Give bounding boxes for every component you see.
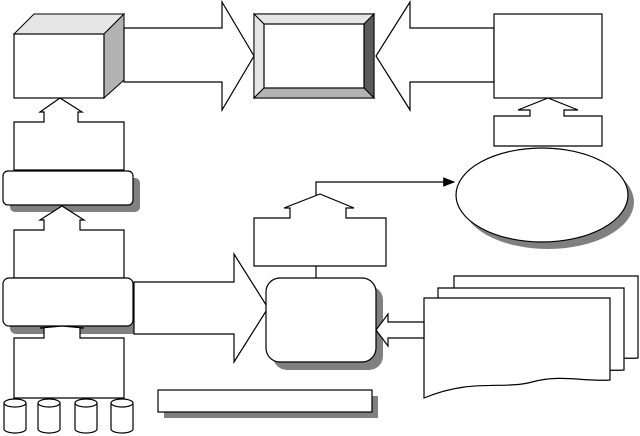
block-arrow-up-top-right bbox=[493, 97, 603, 147]
block-arrow-cube-to-frame bbox=[123, 0, 255, 113]
connector-rect-to-ellipse bbox=[315, 177, 456, 196]
block-arrow-right-to-frame bbox=[375, 0, 495, 113]
block-arrow-upper-bar-to-cube bbox=[13, 97, 125, 171]
database-icon bbox=[110, 398, 134, 434]
center-rect bbox=[253, 193, 387, 267]
block-arrow-docs-to-center bbox=[375, 312, 425, 348]
ellipse bbox=[455, 147, 634, 249]
center-rounded-box bbox=[265, 277, 383, 370]
block-arrow-lower-bar-to-upper-bar bbox=[13, 205, 125, 279]
bottom-wide-rect bbox=[157, 389, 378, 418]
left-bar-lower bbox=[2, 277, 140, 334]
database-icon bbox=[37, 398, 61, 434]
top-right-rect bbox=[493, 13, 603, 99]
database-cylinders bbox=[3, 398, 134, 434]
block-arrow-lower-bar-to-center bbox=[133, 251, 269, 365]
left-bar-upper bbox=[2, 170, 140, 212]
document-stack bbox=[423, 275, 639, 399]
block-arrow-databases-to-lower-bar bbox=[13, 325, 125, 399]
database-icon bbox=[3, 398, 27, 434]
bevel-frame bbox=[252, 12, 376, 100]
cube-box bbox=[12, 12, 126, 100]
database-icon bbox=[74, 398, 98, 434]
